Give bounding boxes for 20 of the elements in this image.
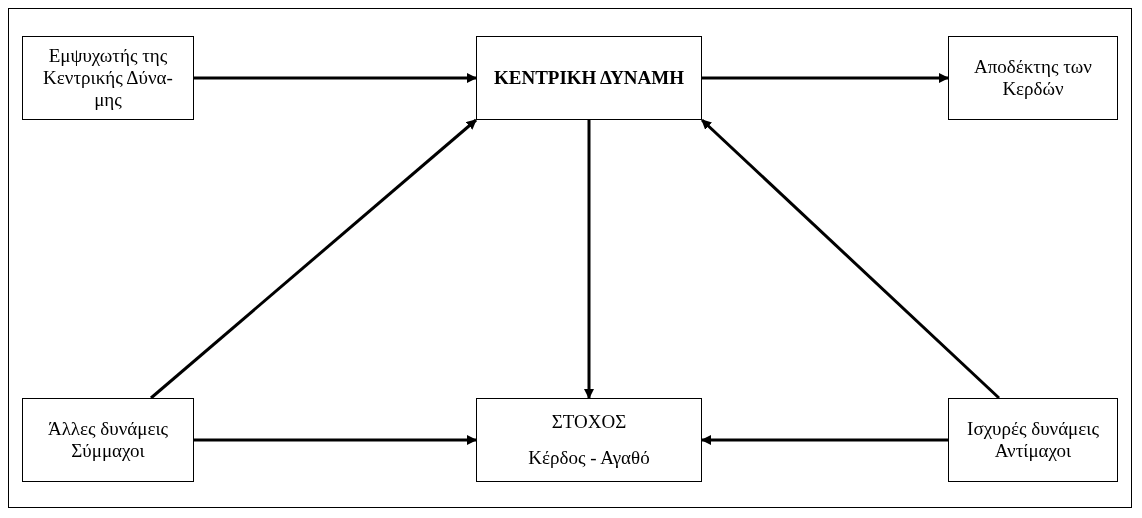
arrow [701, 435, 948, 445]
arrow [194, 435, 477, 445]
text-box [22, 398, 194, 482]
text-box [476, 398, 702, 482]
arrow [194, 73, 477, 83]
node-label: Εμψυχωτής της Κεντρικής Δύνα- μης [42, 45, 174, 111]
text-box [22, 36, 194, 120]
arrow [150, 118, 477, 400]
node-label: Αποδέκτης των Κερδών [973, 56, 1093, 100]
text-box [948, 398, 1118, 482]
node-label: Άλλες δυνάμεις Σύμμαχοι [46, 418, 170, 462]
arrow [702, 73, 949, 83]
node-label: ΚΕΝΤΡΙΚΗ ΔΥΝΑΜΗ [494, 65, 684, 90]
arrow [584, 120, 594, 399]
arrow [700, 118, 1001, 400]
text-box [948, 36, 1118, 120]
node-label: ΣΤΟΧΟΣ [551, 411, 627, 433]
node-label: Κέρδος - Αγαθό [528, 447, 650, 469]
node-label: Ισχυρές δυνάμεις Αντίμαχοι [966, 418, 1100, 462]
text-box [476, 36, 702, 120]
